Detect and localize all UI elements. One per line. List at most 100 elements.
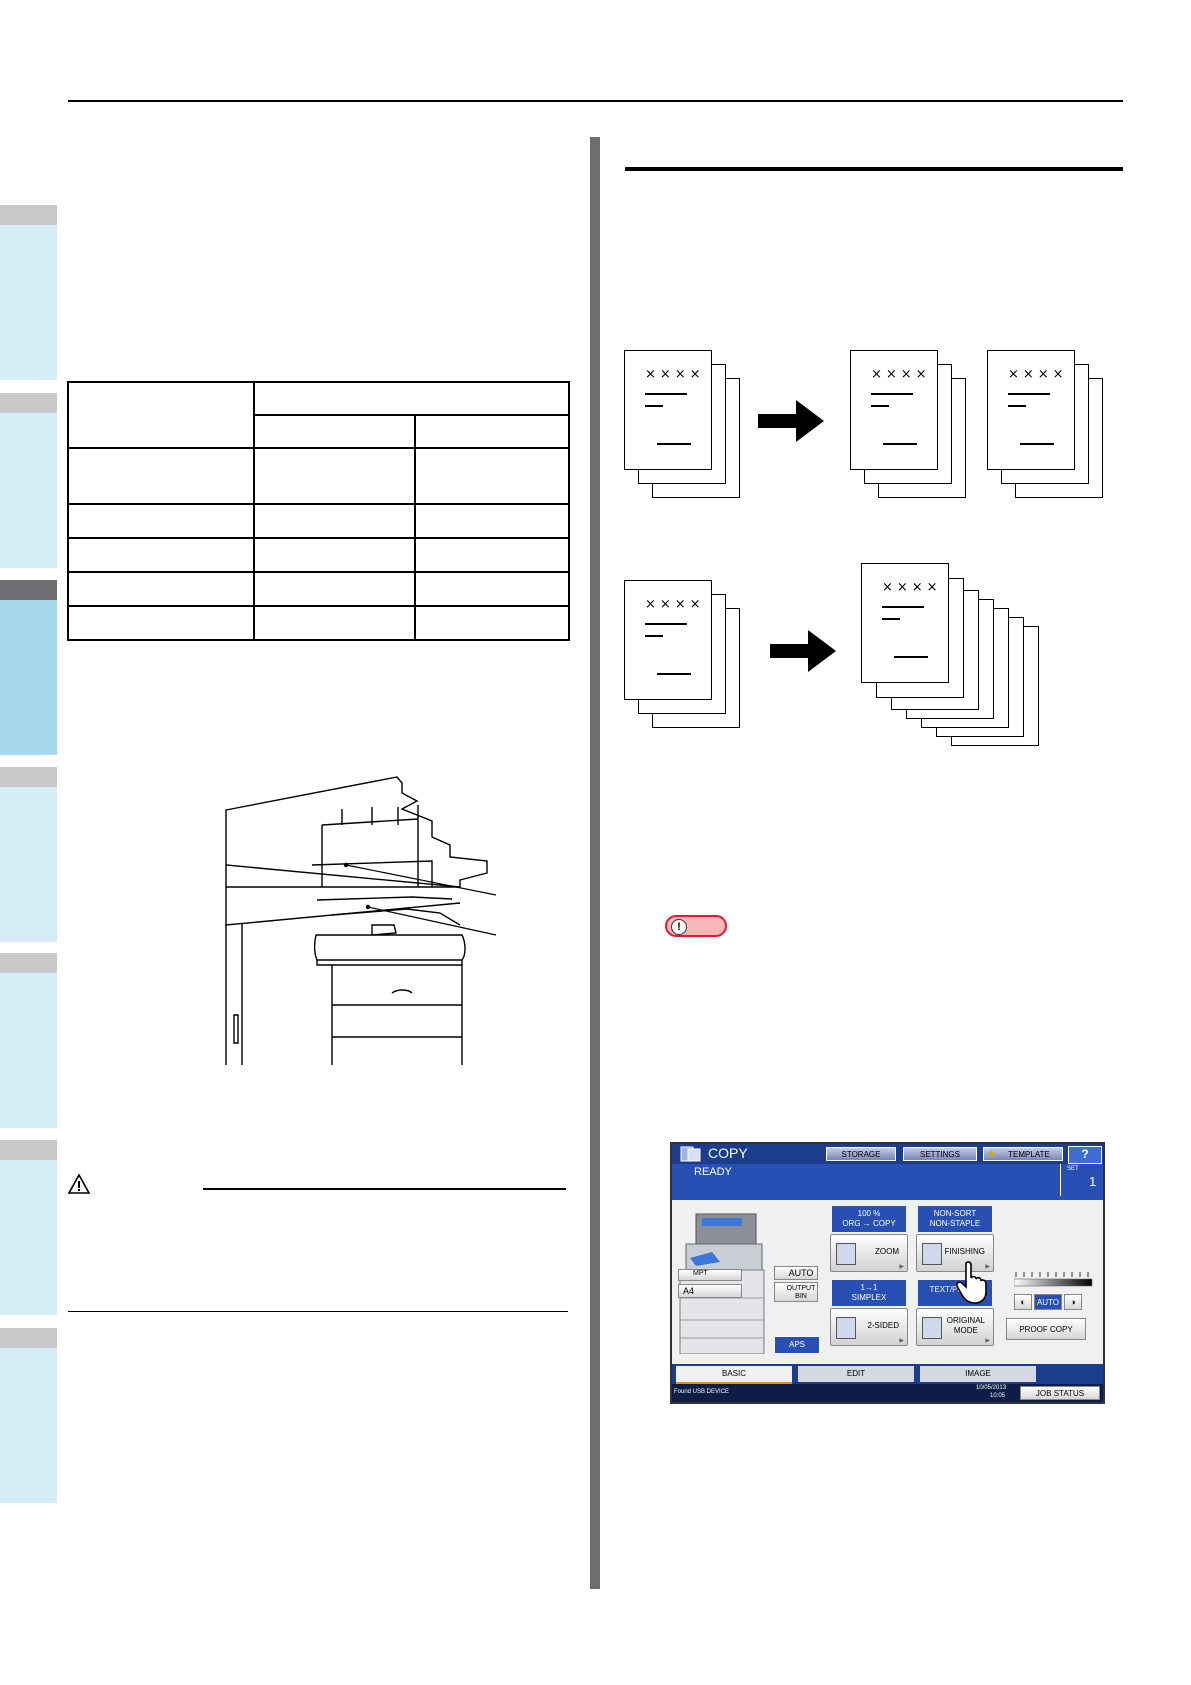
set-label: SET [1067, 1166, 1079, 1172]
duplex-icon [836, 1317, 856, 1339]
chapter-tab-3-active[interactable] [0, 580, 57, 755]
table-cell [67, 605, 255, 641]
original-mode-label-line: ORIGINAL [946, 1316, 985, 1325]
caution-rule [203, 1188, 566, 1190]
header-rule [68, 100, 1123, 102]
table-cell [414, 605, 570, 641]
original-mode-button-label: ORIGINAL MODE [947, 1316, 985, 1336]
auto-paper-button[interactable]: AUTO [774, 1266, 818, 1280]
mpt-tray-button[interactable]: MPT [678, 1269, 742, 1281]
sided-status-line: SIMPLEX [851, 1293, 887, 1302]
zoom-button-label: ZOOM [875, 1247, 899, 1256]
zoom-icon [836, 1243, 856, 1265]
footer-date: 10/05/2013 [976, 1385, 1007, 1391]
output-bin-button[interactable]: OUTPUT BIN [774, 1282, 818, 1302]
template-button[interactable]: ★ TEMPLATE [983, 1147, 1063, 1161]
chapter-tab-2[interactable] [0, 393, 57, 568]
dark-icon: ◑ [1070, 1297, 1076, 1307]
density-light-button[interactable]: ◐ [1014, 1294, 1032, 1310]
chapter-tab-4[interactable] [0, 767, 57, 942]
tab-edit[interactable]: EDIT [798, 1366, 914, 1382]
footer-time: 10:05 [990, 1393, 1006, 1399]
finishing-status-line: NON-STAPLE [929, 1219, 981, 1228]
page-marks: ×××× [645, 597, 705, 612]
a4-tray-button[interactable]: A4 [678, 1284, 742, 1298]
sided-status: 1→1 SIMPLEX [832, 1280, 906, 1306]
page: ×××× [861, 563, 949, 683]
original-mode-button[interactable]: ORIGINAL MODE ▶ [916, 1308, 994, 1346]
page: ×××× [850, 350, 938, 470]
finishing-icon [922, 1243, 942, 1265]
table-row [67, 447, 570, 505]
finishing-status-line: NON-SORT [933, 1209, 977, 1218]
chapter-tab-7[interactable] [0, 1328, 57, 1503]
table-cell [67, 537, 255, 573]
proof-copy-button[interactable]: PROOF COPY [1006, 1318, 1086, 1340]
copy-touch-panel: COPY STORAGE SETTINGS ★ TEMPLATE ? READY… [670, 1142, 1105, 1404]
triangle-right-icon: ▶ [985, 1264, 990, 1270]
original-mode-icon [922, 1317, 942, 1339]
star-icon: ★ [987, 1149, 996, 1160]
table-row [67, 605, 570, 641]
table-cell [253, 605, 416, 641]
printer-illustration [225, 776, 497, 1065]
table-cell [67, 503, 255, 539]
page-marks: ×××× [882, 580, 942, 595]
table-cell [253, 537, 416, 573]
table-cell [253, 447, 416, 505]
panel-footer: Found USB DEVICE 10/05/2013 10:05 JOB ST… [672, 1384, 1103, 1402]
triangle-right-icon: ▶ [899, 1264, 904, 1270]
settings-button[interactable]: SETTINGS [903, 1147, 977, 1161]
table-cell [253, 414, 416, 449]
table-cell [67, 447, 255, 505]
triangle-right-icon: ▶ [899, 1338, 904, 1344]
table-row [67, 503, 570, 539]
finishing-status: NON-SORT NON-STAPLE [918, 1206, 992, 1232]
finishing-button-label: FINISHING [944, 1247, 985, 1256]
chapter-tab-6[interactable] [0, 1140, 57, 1315]
table-cell [67, 381, 255, 449]
table-cell [67, 571, 255, 607]
page: ×××× [987, 350, 1075, 470]
zoom-status-line: ORG → COPY [842, 1219, 896, 1228]
page: ×××× [624, 350, 712, 470]
finishing-button[interactable]: FINISHING ▶ [916, 1234, 994, 1272]
density-auto-button[interactable]: AUTO [1034, 1294, 1062, 1310]
zoom-button[interactable]: ZOOM ▶ [830, 1234, 908, 1272]
two-sided-button[interactable]: 2-SIDED ▶ [830, 1308, 908, 1346]
caution-bottom-rule [68, 1311, 568, 1312]
panel-title-bar: COPY STORAGE SETTINGS ★ TEMPLATE ? [672, 1144, 1103, 1164]
tab-basic[interactable]: BASIC [676, 1366, 792, 1385]
table-cell [253, 571, 416, 607]
job-status-button[interactable]: JOB STATUS [1020, 1386, 1100, 1400]
page: ×××× [624, 580, 712, 700]
zoom-status-line: 100 % [857, 1209, 881, 1218]
table-cell [414, 571, 570, 607]
table-cell [253, 503, 416, 539]
storage-button[interactable]: STORAGE [826, 1147, 896, 1161]
section-heading-rule [625, 167, 1123, 171]
page-marks: ×××× [871, 367, 931, 382]
triangle-right-icon: ▶ [985, 1338, 990, 1344]
set-value: 1 [1089, 1174, 1097, 1189]
set-counter: SET 1 [1060, 1164, 1101, 1196]
arrow-right-icon [770, 630, 836, 672]
ready-status: READY [694, 1166, 732, 1178]
help-button[interactable]: ? [1068, 1146, 1102, 1164]
chapter-tab-5[interactable] [0, 953, 57, 1128]
page-marks: ×××× [645, 367, 705, 382]
hand-pointer-icon [956, 1261, 987, 1304]
aps-button[interactable]: APS [774, 1336, 820, 1354]
light-icon: ◐ [1020, 1297, 1026, 1307]
arrow-right-icon [758, 400, 824, 442]
warning-icon [68, 1174, 90, 1194]
original-mode-label-line: MODE [953, 1326, 978, 1335]
template-label: TEMPLATE [1008, 1150, 1050, 1159]
density-dark-button[interactable]: ◑ [1064, 1294, 1082, 1310]
table-cell [414, 537, 570, 573]
table-row [67, 537, 570, 573]
table-row [67, 571, 570, 607]
chapter-tab-1[interactable] [0, 205, 57, 380]
two-sided-button-label: 2-SIDED [867, 1321, 899, 1330]
tab-image[interactable]: IMAGE [920, 1366, 1036, 1382]
